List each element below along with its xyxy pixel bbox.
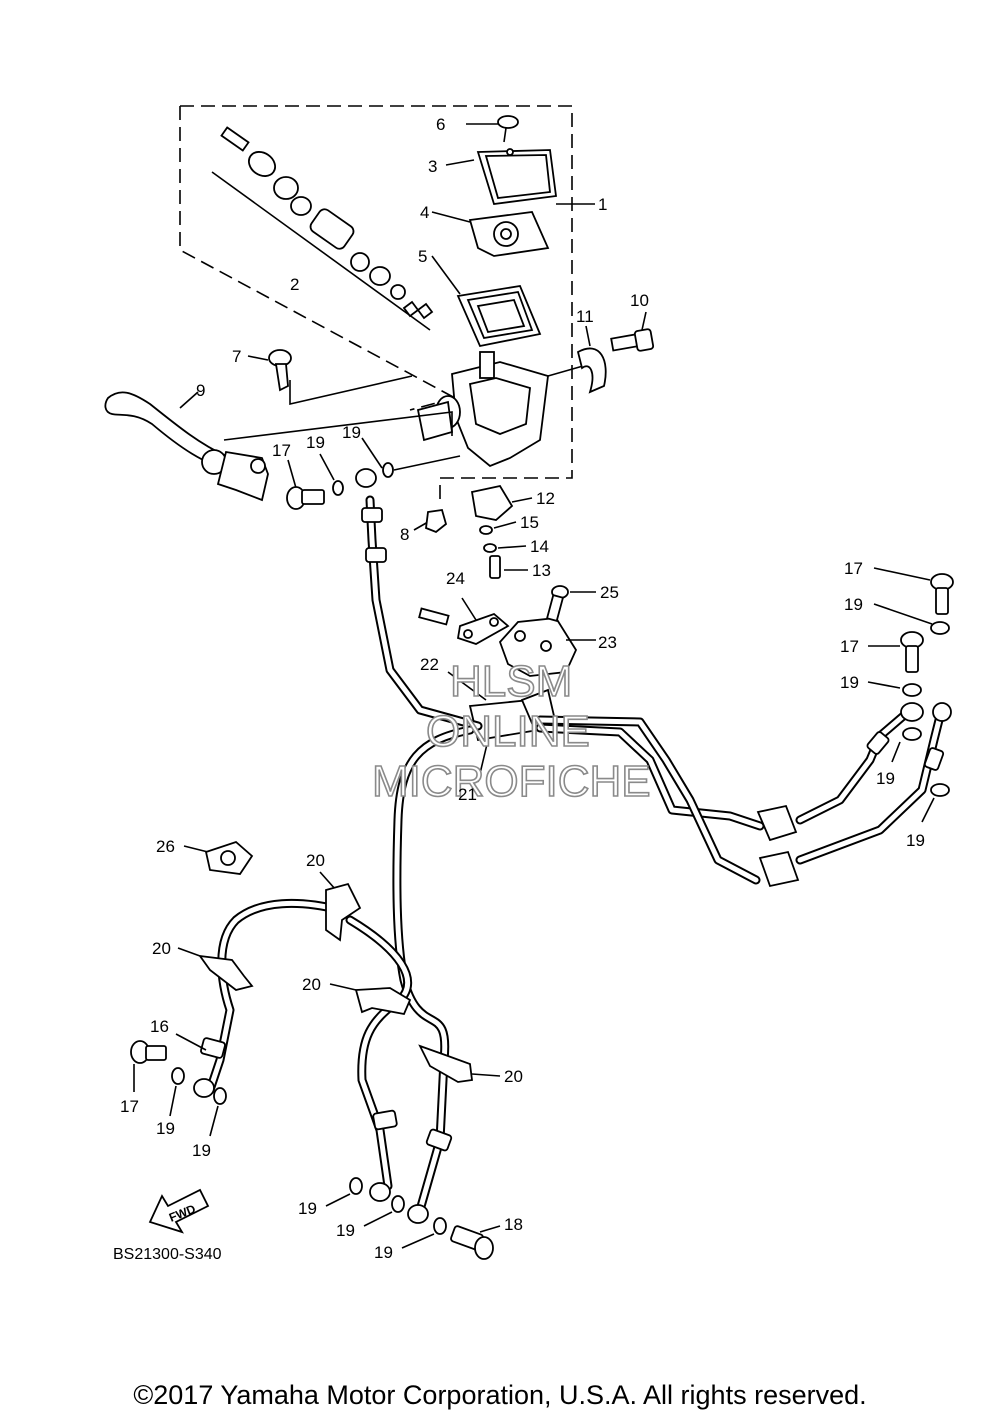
label-19-right-d: 19 [906, 831, 925, 850]
washer-19-right-c [891, 727, 922, 763]
bolt-25 [545, 585, 596, 622]
diagram-code: BS21300-S340 [113, 1246, 222, 1263]
label-3: 3 [428, 157, 437, 176]
watermark: HLSM ONLINE MICROFICHE [371, 656, 651, 807]
washer-19-lower-b [209, 1087, 227, 1137]
hose-16-leader [175, 1033, 207, 1051]
washer-14 [483, 543, 527, 553]
bracket-24 [418, 597, 510, 645]
diaphragm-plate-4 [431, 211, 550, 257]
washer-19-right-a [873, 603, 950, 635]
hose-guide-20-d [418, 1044, 501, 1083]
piston-kit [211, 126, 434, 331]
label-20-d: 20 [504, 1067, 523, 1086]
label-23: 23 [598, 633, 617, 652]
holder-23 [498, 617, 596, 677]
label-25: 25 [600, 583, 619, 602]
watermark-line-3: MICROFICHE [372, 757, 651, 806]
washer-15 [479, 521, 517, 535]
hose-guide-20-b [177, 947, 254, 991]
label-15: 15 [520, 513, 539, 532]
brake-lever-9 [104, 391, 453, 502]
label-19-bottom-a: 19 [298, 1199, 317, 1218]
banjo-fitting-top [355, 468, 377, 488]
washer-19-top-a [319, 453, 344, 496]
label-17-lower: 17 [120, 1097, 139, 1116]
callout-labels: 1 2 3 4 5 6 7 8 9 10 11 12 13 14 15 16 1… [120, 115, 925, 1262]
label-17-top: 17 [272, 441, 291, 460]
label-4: 4 [420, 203, 429, 222]
label-19-bottom-c: 19 [374, 1243, 393, 1262]
hose-guide-20-a [319, 871, 362, 942]
union-bolt-17-right-a [873, 567, 954, 615]
master-cylinder-body [416, 351, 591, 468]
label-19-right-a: 19 [844, 595, 863, 614]
label-18: 18 [504, 1215, 523, 1234]
pivot-bolt-7 [247, 349, 413, 406]
label-20-a: 20 [306, 851, 325, 870]
washer-19-bottom-a [325, 1177, 363, 1207]
label-12: 12 [536, 489, 555, 508]
label-19-bottom-b: 19 [336, 1221, 355, 1240]
joint-21-leader [477, 739, 489, 783]
union-bolt-17-right-b [868, 631, 924, 673]
washer-19-bottom-c [401, 1217, 447, 1249]
label-6: 6 [436, 115, 445, 134]
washer-19-bottom-b [363, 1195, 405, 1227]
label-20-c: 20 [302, 975, 321, 994]
label-22: 22 [420, 655, 439, 674]
label-26: 26 [156, 837, 175, 856]
label-14: 14 [530, 537, 549, 556]
label-20-b: 20 [152, 939, 171, 958]
label-11: 11 [576, 307, 594, 326]
washer-19-lower-a [169, 1067, 185, 1117]
union-bolt-17-top [286, 459, 325, 510]
nut-8 [413, 508, 448, 534]
label-10: 10 [630, 291, 649, 310]
forward-arrow: FWD [148, 1188, 210, 1234]
diaphragm-5 [431, 255, 542, 348]
screw-6 [466, 115, 519, 143]
union-bolt-17-lower [130, 1040, 167, 1092]
clamp-26 [183, 840, 254, 875]
washer-19-right-d [921, 783, 950, 823]
label-8: 8 [400, 525, 409, 544]
washer-19-top-b [361, 437, 461, 478]
label-1: 1 [598, 195, 607, 214]
label-19-right-b: 19 [840, 673, 859, 692]
holder-11 [576, 325, 607, 394]
watermark-line-2: ONLINE [426, 707, 590, 756]
label-17-right-b: 17 [840, 637, 859, 656]
label-19-lower-b: 19 [192, 1141, 211, 1160]
hose-guide-20-c [329, 983, 412, 1016]
washer-19-right-b [867, 681, 922, 697]
label-7: 7 [232, 347, 241, 366]
bolt-10 [610, 311, 655, 352]
label-19-top-b: 19 [342, 423, 361, 442]
label-16: 16 [150, 1017, 169, 1036]
label-21: 21 [458, 785, 477, 804]
label-13: 13 [532, 561, 551, 580]
label-2: 2 [290, 275, 299, 294]
label-5: 5 [418, 247, 427, 266]
label-19-lower-a: 19 [156, 1119, 175, 1138]
screw-13 [489, 555, 528, 579]
copyright-notice: ©2017 Yamaha Motor Corporation, U.S.A. A… [133, 1380, 867, 1410]
watermark-line-1: HLSM [450, 657, 572, 706]
brake-hoses [193, 495, 952, 1224]
label-19-top-a: 19 [306, 433, 325, 452]
union-bolt-18 [450, 1225, 501, 1260]
switch-12 [470, 484, 533, 521]
label-19-right-c: 19 [876, 769, 895, 788]
label-24: 24 [446, 569, 465, 588]
label-9: 9 [196, 381, 205, 400]
reservoir-cap-3 [445, 148, 558, 205]
label-17-right-a: 17 [844, 559, 863, 578]
